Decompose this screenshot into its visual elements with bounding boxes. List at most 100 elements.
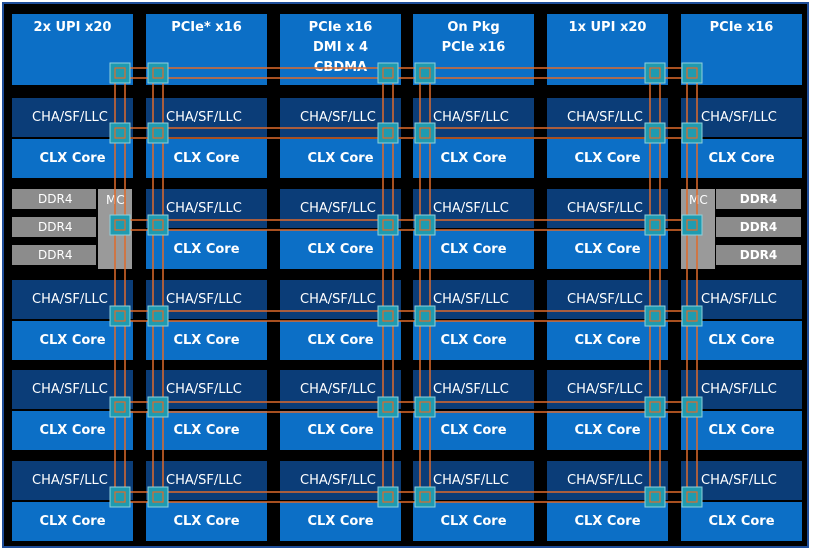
mesh-stop bbox=[377, 396, 399, 418]
mesh-stop bbox=[414, 122, 436, 144]
cha-sf-llc-block: CHA/SF/LLC bbox=[280, 189, 401, 228]
clx-core-block: CLX Core bbox=[146, 321, 267, 360]
clx-core-block: CLX Core bbox=[547, 230, 668, 269]
mesh-stop bbox=[644, 396, 666, 418]
io-tile-label: PCIe* x16 bbox=[171, 20, 242, 35]
mesh-stop bbox=[681, 396, 703, 418]
mesh-stop bbox=[644, 305, 666, 327]
clx-core-block: CLX Core bbox=[12, 502, 133, 541]
mesh-stop-ring bbox=[114, 491, 126, 503]
mesh-stop bbox=[414, 396, 436, 418]
mesh-stop-ring bbox=[686, 310, 698, 322]
mesh-stop bbox=[644, 214, 666, 236]
io-tile-label: PCIe x16 bbox=[308, 20, 373, 35]
mesh-stop bbox=[147, 214, 169, 236]
mesh-stop-ring bbox=[419, 491, 431, 503]
mesh-stop-ring bbox=[152, 401, 164, 413]
ddr4-channel: DDR4 bbox=[716, 217, 801, 237]
clx-core-block: CLX Core bbox=[681, 139, 802, 178]
clx-core-block: CLX Core bbox=[681, 502, 802, 541]
mesh-stop bbox=[414, 214, 436, 236]
clx-core-block: CLX Core bbox=[280, 139, 401, 178]
mesh-stop bbox=[147, 122, 169, 144]
mesh-stop-ring bbox=[152, 491, 164, 503]
mesh-stop-ring bbox=[649, 127, 661, 139]
mesh-stop bbox=[109, 486, 131, 508]
io-tile-label: 1x UPI x20 bbox=[568, 20, 647, 35]
clx-core-block: CLX Core bbox=[547, 321, 668, 360]
cha-sf-llc-block: CHA/SF/LLC bbox=[280, 98, 401, 137]
mesh-stop bbox=[414, 486, 436, 508]
io-tile-label: PCIe x16 bbox=[709, 20, 774, 35]
clx-core-block: CLX Core bbox=[12, 139, 133, 178]
mesh-stop-ring bbox=[114, 127, 126, 139]
mesh-stop bbox=[377, 486, 399, 508]
mesh-stop bbox=[414, 305, 436, 327]
mesh-stop bbox=[377, 62, 399, 84]
cha-sf-llc-block: CHA/SF/LLC bbox=[146, 189, 267, 228]
mesh-stop-ring bbox=[152, 219, 164, 231]
mesh-stop bbox=[147, 486, 169, 508]
mesh-stop bbox=[147, 62, 169, 84]
mesh-stop bbox=[681, 305, 703, 327]
mesh-stop-ring bbox=[686, 401, 698, 413]
mesh-stop-ring bbox=[686, 219, 698, 231]
clx-core-block: CLX Core bbox=[413, 139, 534, 178]
mesh-stop bbox=[109, 305, 131, 327]
cha-sf-llc-block: CHA/SF/LLC bbox=[12, 280, 133, 319]
clx-core-block: CLX Core bbox=[681, 321, 802, 360]
clx-core-block: CLX Core bbox=[146, 502, 267, 541]
mesh-stop-ring bbox=[152, 127, 164, 139]
mesh-stop-ring bbox=[649, 219, 661, 231]
mesh-stop-ring bbox=[686, 127, 698, 139]
mesh-stop bbox=[109, 214, 131, 236]
io-tile-label: On Pkg bbox=[447, 20, 500, 35]
mesh-stop-ring bbox=[419, 401, 431, 413]
mesh-stop-ring bbox=[686, 491, 698, 503]
mesh-stop-ring bbox=[419, 310, 431, 322]
mesh-stop-ring bbox=[649, 67, 661, 79]
mesh-stop-ring bbox=[382, 491, 394, 503]
ddr4-channel: DDR4 bbox=[12, 245, 96, 265]
cha-sf-llc-block: CHA/SF/LLC bbox=[547, 98, 668, 137]
mesh-stop-ring bbox=[152, 67, 164, 79]
mesh-stop-ring bbox=[382, 67, 394, 79]
clx-core-block: CLX Core bbox=[146, 139, 267, 178]
cha-sf-llc-block: CHA/SF/LLC bbox=[413, 461, 534, 500]
clx-core-block: CLX Core bbox=[547, 502, 668, 541]
clx-core-block: CLX Core bbox=[280, 502, 401, 541]
mesh-stop-ring bbox=[382, 401, 394, 413]
io-tile-label: DMI x 4 bbox=[312, 40, 369, 55]
mesh-stop-ring bbox=[114, 401, 126, 413]
mesh-stop-ring bbox=[382, 219, 394, 231]
ddr4-channel: DDR4 bbox=[12, 189, 96, 209]
mesh-stop-ring bbox=[382, 310, 394, 322]
mesh-stop-ring bbox=[419, 127, 431, 139]
mesh-stop bbox=[644, 122, 666, 144]
mesh-stop-ring bbox=[419, 219, 431, 231]
clx-core-block: CLX Core bbox=[280, 321, 401, 360]
io-tile-label: PCIe x16 bbox=[441, 40, 506, 55]
clx-core-block: CLX Core bbox=[547, 411, 668, 450]
mesh-stop bbox=[147, 305, 169, 327]
clx-core-block: CLX Core bbox=[547, 139, 668, 178]
mesh-stop bbox=[109, 396, 131, 418]
mesh-stop bbox=[681, 122, 703, 144]
mesh-stop-ring bbox=[114, 67, 126, 79]
io-tile-label: 2x UPI x20 bbox=[33, 20, 112, 35]
clx-core-block: CLX Core bbox=[413, 502, 534, 541]
mesh-stop bbox=[414, 62, 436, 84]
clx-core-block: CLX Core bbox=[146, 230, 267, 269]
mesh-stop-ring bbox=[419, 67, 431, 79]
clx-core-block: CLX Core bbox=[413, 411, 534, 450]
mesh-stop bbox=[109, 122, 131, 144]
mesh-stop bbox=[681, 486, 703, 508]
mesh-stop bbox=[109, 62, 131, 84]
mesh-stop-ring bbox=[649, 401, 661, 413]
mesh-stop-ring bbox=[686, 67, 698, 79]
mesh-stop-ring bbox=[114, 219, 126, 231]
mesh-stop bbox=[147, 396, 169, 418]
mesh-stop bbox=[377, 214, 399, 236]
